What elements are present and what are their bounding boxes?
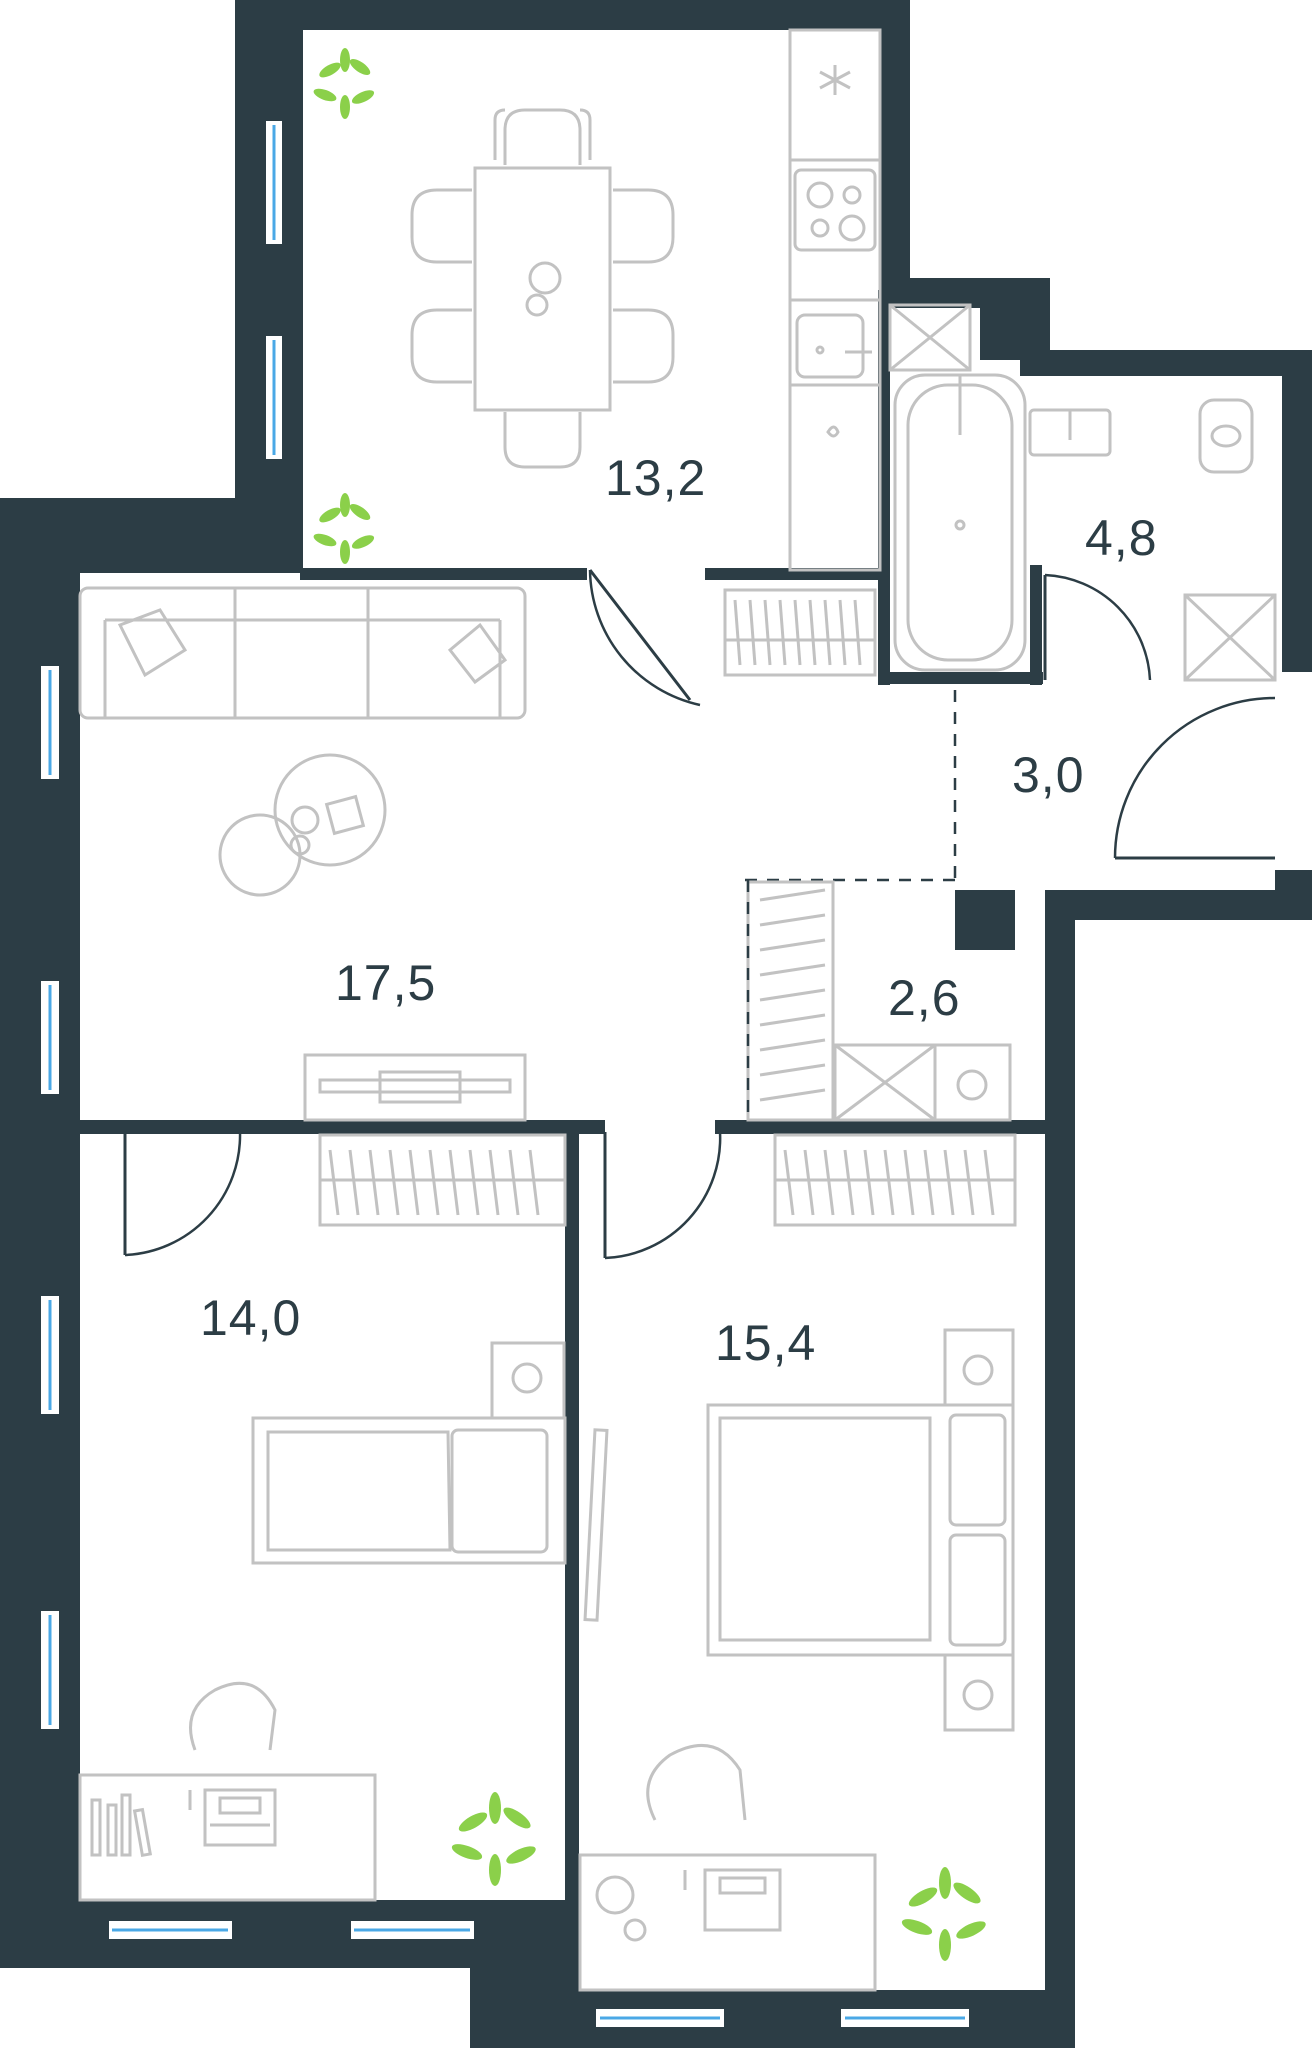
bedroom-left-furniture: [78, 1133, 567, 1902]
fridge-icon: [819, 65, 851, 95]
wall-bottom-right: [470, 1990, 1075, 2048]
books-left: [90, 1793, 153, 1858]
stove-icon: [793, 168, 877, 252]
plant-icon: [901, 1867, 986, 1961]
doors: [123, 569, 1276, 1260]
area-labels: 13,2 4,8 3,0 17,5 2,6 14,0 15,4: [200, 450, 1158, 1371]
sofa: [78, 586, 527, 720]
kitchen-sink-icon: [795, 313, 872, 379]
wall-shaft-2: [955, 890, 1015, 950]
desk-chair-right: [646, 1743, 747, 1821]
area-living: 17,5: [335, 955, 436, 1011]
bedroom-right-furniture: [578, 1133, 1017, 1992]
wall-bedroom-top-r: [715, 1120, 1050, 1134]
desk-right: [578, 1853, 877, 1992]
boiler: [933, 1043, 1012, 1122]
area-bathroom: 4,8: [1085, 510, 1158, 566]
laptop-left: [203, 1788, 277, 1847]
area-kitchen: 13,2: [605, 450, 706, 506]
pillow-right-2: [948, 1533, 1007, 1647]
pillow-left: [450, 1428, 549, 1554]
water-drop-icon: [826, 425, 840, 438]
vent-shaft-2: [1183, 593, 1277, 682]
chair-bottom: [503, 412, 582, 469]
nightstand-right-2: [943, 1653, 1015, 1732]
laptop-right: [703, 1868, 782, 1932]
plants: [313, 48, 986, 1961]
living-furniture: [78, 586, 527, 1122]
wall-bath-right: [1282, 350, 1312, 672]
plant-icon: [313, 493, 375, 564]
wall-kitchen-right: [880, 0, 910, 300]
windows: [39, 119, 971, 2029]
area-hall: 3,0: [1012, 747, 1085, 803]
wall-bath-top-b: [1020, 350, 1312, 376]
desk-left: [78, 1773, 377, 1902]
nightstand-left: [490, 1341, 566, 1420]
pillow-right-1: [948, 1413, 1007, 1527]
area-storage: 2,6: [888, 970, 961, 1026]
door-kitchen: [588, 569, 692, 701]
wall-right: [1045, 890, 1075, 2048]
plant-icon: [451, 1792, 536, 1886]
plant-icon: [313, 48, 375, 119]
coffee-table: [273, 753, 387, 867]
area-bedroom-right: 15,4: [715, 1315, 816, 1371]
hall-storage: [723, 588, 1012, 1122]
wall-bath-inner: [1030, 565, 1042, 685]
toilet-icon: [1198, 398, 1254, 474]
wall-bath-shaft: [980, 300, 1025, 360]
bed-right: [706, 1403, 1015, 1657]
chair-top: [503, 108, 582, 165]
wall-kitchen-bottom-a: [300, 568, 587, 580]
wall-hall-bottom: [1045, 890, 1312, 920]
desk-chair-left: [189, 1681, 277, 1751]
dining-table: [473, 166, 612, 412]
bed-left: [251, 1416, 567, 1565]
chair-left-2: [410, 308, 472, 384]
wall-bath-bottom-a: [878, 672, 1043, 684]
bathroom-fixtures: [888, 303, 1277, 682]
area-bedroom-left: 14,0: [200, 1290, 301, 1346]
shoe-rack: [723, 588, 877, 677]
wall-kitchen-top: [235, 0, 910, 30]
wall-bedrooms-mid: [565, 1120, 579, 2048]
wall-bedroom-top: [75, 1120, 605, 1134]
chair-right-1: [613, 188, 675, 264]
tv-wall: [583, 1428, 609, 1622]
cushion-1: [117, 608, 188, 678]
vent-shaft-1: [888, 303, 972, 372]
cushion-2: [447, 622, 508, 685]
nightstand-right-1: [943, 1328, 1015, 1407]
chair-right-2: [613, 308, 675, 384]
tv-stand: [303, 1053, 527, 1122]
chair-left-1: [410, 188, 472, 264]
kitchen-furniture: [410, 28, 882, 572]
